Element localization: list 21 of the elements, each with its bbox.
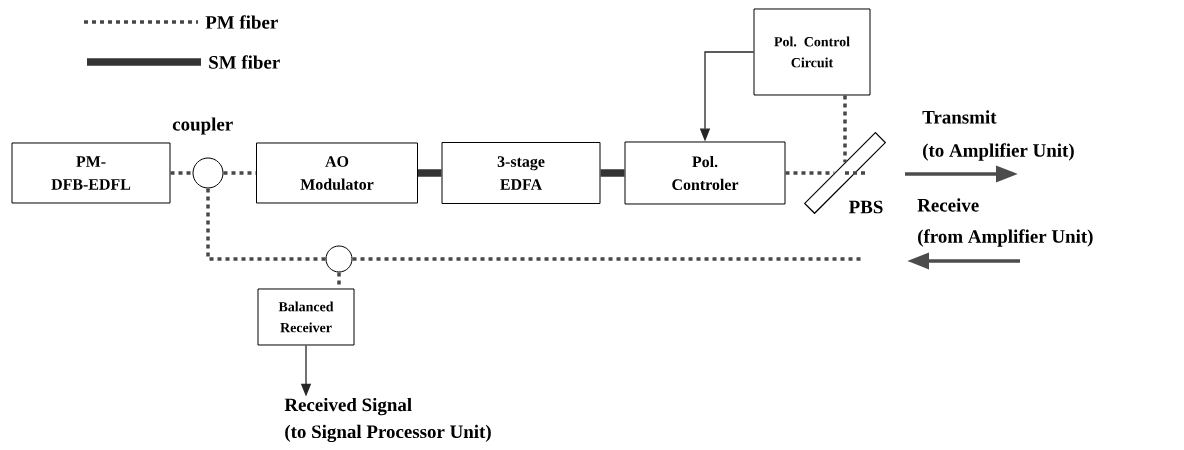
direction-label: (from Amplifier Unit)	[918, 229, 1093, 247]
direction-label: (to Amplifier Unit)	[923, 143, 1074, 161]
controller-box: Pol. Controler	[624, 141, 786, 205]
direction-label: Transmit	[922, 110, 997, 124]
legend-text: PM fiber	[205, 15, 278, 29]
part-label: PBS	[848, 200, 883, 214]
fiber-line	[206, 188, 326, 261]
direction-label: Receive	[917, 198, 979, 212]
circuit-box: Pol. Control Circuit	[753, 8, 871, 96]
coupler-circle	[192, 157, 224, 189]
legend-text: SM fiber	[209, 55, 280, 69]
laser-box: PM- DFB-EDFL	[11, 142, 171, 204]
receiver-box: Balanced Receiver	[257, 288, 355, 346]
modulator-box: AO Modulator	[256, 142, 418, 204]
fiber-line	[352, 257, 861, 261]
fiber-line	[843, 95, 847, 163]
fiber-line	[170, 171, 193, 175]
coupler-circle	[325, 245, 353, 273]
part-label: coupler	[172, 117, 233, 135]
output-text: Received Signal (to Signal Processor Unit)	[284, 397, 491, 443]
amplifier-box: 3-stage EDFA	[441, 142, 601, 204]
